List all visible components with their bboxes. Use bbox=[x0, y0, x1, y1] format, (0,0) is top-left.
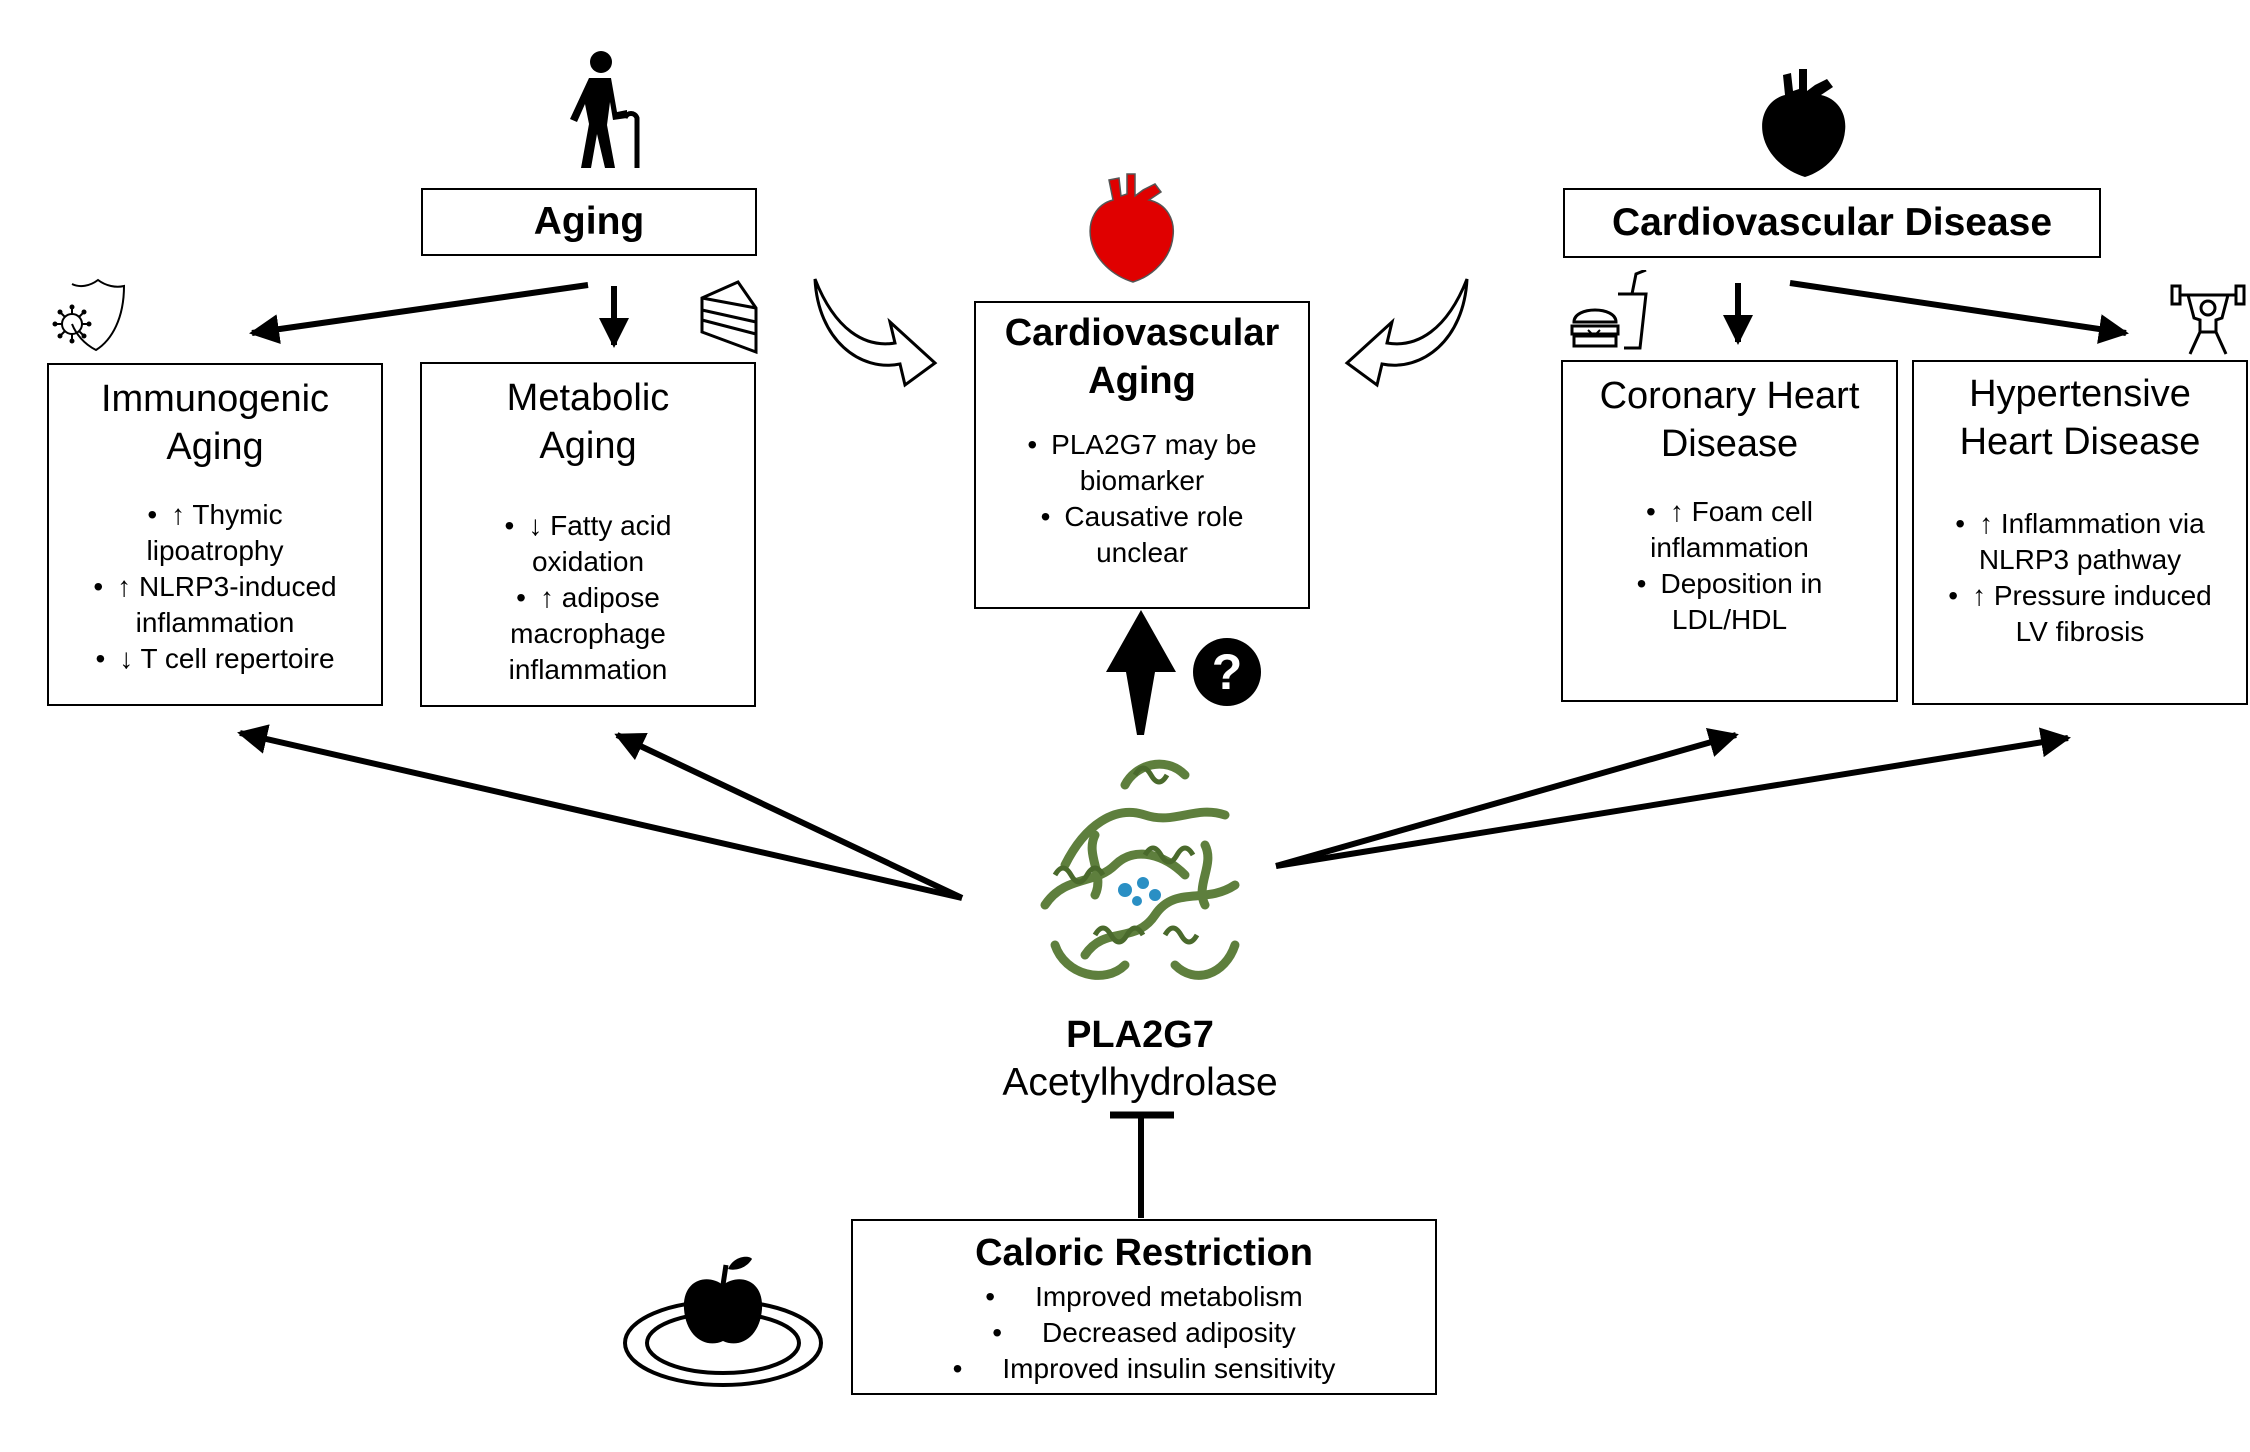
caloric-title: Caloric Restriction bbox=[975, 1232, 1313, 1274]
aging-title: Aging bbox=[533, 200, 645, 243]
thick-up-arrow bbox=[1106, 610, 1176, 735]
arrow-pla2g7-to-metabolic bbox=[614, 732, 964, 901]
caloric-bullet: •Improved metabolism bbox=[985, 1281, 1303, 1312]
cvd-box: Cardiovascular Disease bbox=[1563, 188, 2101, 258]
caloric-bullet: •Decreased adiposity bbox=[992, 1317, 1296, 1348]
fast-food-icon bbox=[1570, 270, 1648, 350]
curved-arrow-left bbox=[813, 278, 938, 388]
immune-shield-icon bbox=[52, 278, 125, 352]
arrow-cvd-to-hypertensive bbox=[1789, 280, 2129, 344]
cvd-title: Cardiovascular Disease bbox=[1611, 201, 2053, 244]
immunogenic-title-line2: Aging bbox=[166, 426, 264, 468]
aging-box: Aging bbox=[421, 188, 757, 256]
hypertensive-box: Hypertensive Heart Disease •↑ Inflammati… bbox=[1912, 360, 2248, 705]
metabolic-title-line2: Aging bbox=[539, 425, 637, 467]
protein-structure-icon bbox=[1040, 759, 1240, 980]
weightlifter-icon bbox=[2170, 284, 2246, 355]
hypertensive-title-line1: Hypertensive bbox=[1969, 373, 2191, 415]
curved-arrow-right bbox=[1344, 278, 1469, 388]
immunogenic-title-line1: Immunogenic bbox=[100, 378, 330, 420]
arrow-pla2g7-to-immunogenic bbox=[237, 724, 963, 901]
apple-plate-icon bbox=[623, 1256, 823, 1387]
arrow-pla2g7-to-hypertensive bbox=[1275, 727, 2071, 869]
cv-aging-title-line1: Cardiovascular bbox=[1004, 312, 1280, 354]
arrow-pla2g7-to-coronary bbox=[1275, 727, 1739, 869]
caloric-box: Caloric Restriction •Improved metabolism… bbox=[851, 1219, 1437, 1395]
enzyme-subtitle: Acetylhydrolase bbox=[1002, 1061, 1278, 1104]
caloric-bullets: •Improved metabolism •Decreased adiposit… bbox=[853, 1279, 1435, 1387]
coronary-title-line2: Disease bbox=[1660, 423, 1799, 465]
question-mark-icon: ? bbox=[1193, 638, 1261, 706]
immunogenic-bullet: •↓ T cell repertoire bbox=[95, 643, 335, 674]
arrow-aging-to-immunogenic bbox=[249, 282, 589, 345]
black-heart-icon bbox=[1762, 69, 1846, 177]
hypertensive-title-line2: Heart Disease bbox=[1959, 421, 2201, 463]
cv-aging-title-line2: Aging bbox=[1088, 360, 1196, 402]
metabolic-title-line1: Metabolic bbox=[506, 377, 670, 419]
caloric-bullet: •Improved insulin sensitivity bbox=[952, 1353, 1336, 1384]
cake-slice-icon bbox=[700, 280, 758, 355]
elderly-person-icon bbox=[570, 51, 640, 168]
coronary-title-line1: Coronary Heart bbox=[1599, 375, 1860, 417]
red-heart-icon bbox=[1089, 173, 1175, 283]
enzyme-name: PLA2G7 bbox=[1066, 1014, 1214, 1056]
